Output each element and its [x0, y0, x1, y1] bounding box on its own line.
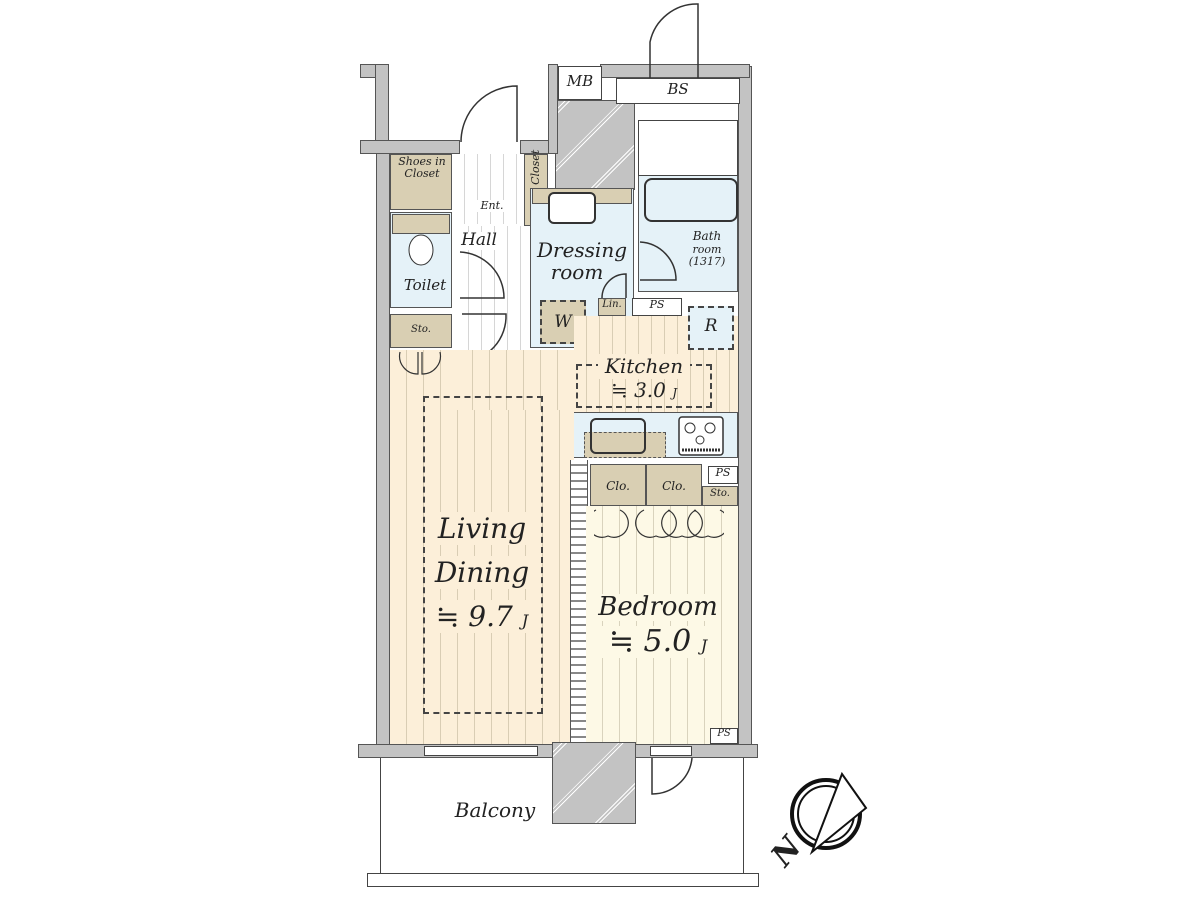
- bedroom-ps-bottom-label: PS: [717, 728, 731, 739]
- wall-left: [376, 140, 390, 752]
- bedroom-closet-2: [646, 464, 702, 506]
- dressing-label: Dressing: [536, 238, 628, 262]
- bs-box: [616, 78, 740, 104]
- bathroom-door-swing[interactable]: [638, 240, 678, 292]
- kitchen-ps: [632, 298, 682, 316]
- bath-upper-box: [638, 120, 738, 176]
- shoes-in-closet-label: Shoes in Closet: [398, 155, 446, 180]
- kitchen-label: Kitchen: [598, 354, 690, 379]
- vanity-sink-icon: [548, 192, 596, 224]
- kitchen-area-unit: J: [672, 386, 678, 400]
- bedroom-ps-top: [708, 466, 738, 484]
- bathroom-label-2: room: [692, 243, 722, 256]
- kitchen-sink-icon: [590, 418, 646, 454]
- linen-label: Lin.: [602, 299, 622, 310]
- wall-right: [738, 66, 752, 752]
- fridge-space: [688, 306, 734, 350]
- bathtub-icon: [644, 178, 738, 222]
- fridge-label: R: [704, 316, 718, 336]
- ld-area-value: ≒ 9.7: [435, 600, 513, 633]
- kitchen-area: ≒ 3.0 J: [598, 380, 690, 401]
- living-dining-floor: [390, 350, 574, 744]
- bedroom-storage: [702, 486, 738, 506]
- wall-top-left-stub: [360, 64, 376, 78]
- closet-doors-swing[interactable]: [594, 508, 724, 540]
- bedroom-area-value: ≒ 5.0: [608, 624, 692, 659]
- balcony-railing: [367, 873, 759, 887]
- shoes-in-closet: [390, 154, 452, 210]
- bathroom-label: Bath: [692, 229, 722, 243]
- dressing-label-2: room: [550, 260, 604, 284]
- closet-1-label: Clo.: [606, 479, 630, 493]
- toilet-storage: [390, 314, 452, 348]
- bs-label: BS: [667, 80, 689, 98]
- service-core: [555, 100, 635, 190]
- washer-label: W: [554, 312, 572, 332]
- bs-door-swing[interactable]: [648, 2, 718, 80]
- mb-box: [558, 66, 602, 100]
- balcony-door-swing[interactable]: [650, 756, 696, 796]
- dining-label: Dining: [428, 556, 536, 590]
- north-compass-icon: [790, 771, 868, 856]
- ld-area-unit: J: [521, 611, 529, 630]
- bedroom-ps-top-label: PS: [715, 466, 731, 479]
- living-label: Living: [428, 512, 536, 546]
- bedroom-area-unit: J: [700, 636, 708, 655]
- kitchen-area-value: ≒ 3.0: [610, 378, 666, 402]
- entrance-label: Ent.: [472, 200, 512, 212]
- entry-door-swing[interactable]: [455, 84, 525, 144]
- closet-door-toilet-storage[interactable]: [398, 350, 444, 378]
- bedroom-floor: [586, 506, 738, 744]
- living-dining-area: ≒ 9.7 J: [428, 600, 536, 634]
- wall-top-entry: [360, 140, 460, 154]
- bedroom-ps-bottom: [710, 728, 738, 744]
- mb-label: MB: [566, 72, 594, 90]
- hall-label: Hall: [456, 231, 502, 250]
- hall-door-swing[interactable]: [458, 250, 508, 310]
- entrance-floor: [452, 154, 526, 224]
- bedroom-window[interactable]: [650, 746, 692, 756]
- bedroom-label: Bedroom: [596, 593, 720, 622]
- bedroom-storage-label: Sto.: [710, 488, 730, 499]
- bedroom-closet-1: [590, 464, 646, 506]
- living-dining-outline: [423, 396, 543, 714]
- ld-sliding-window[interactable]: [424, 746, 538, 756]
- stove-icon: [678, 416, 724, 456]
- balcony-label: Balcony: [454, 798, 536, 822]
- toilet-label: Toilet: [403, 276, 447, 294]
- toilet-storage-label: Sto.: [411, 324, 431, 335]
- balcony-partition-column: [552, 742, 636, 824]
- bedroom-area: ≒ 5.0 J: [596, 626, 720, 658]
- toilet-tank: [392, 214, 450, 234]
- dressing-door-swing[interactable]: [600, 270, 630, 300]
- core-left: [548, 64, 558, 154]
- ld-extension: [456, 350, 574, 410]
- bathroom-label-3: (1317): [688, 255, 726, 268]
- kitchen-ps-label: PS: [649, 298, 665, 311]
- closet-2-label: Clo.: [662, 479, 686, 493]
- toilet-bowl-icon: [408, 234, 434, 266]
- linen-closet: [598, 298, 626, 316]
